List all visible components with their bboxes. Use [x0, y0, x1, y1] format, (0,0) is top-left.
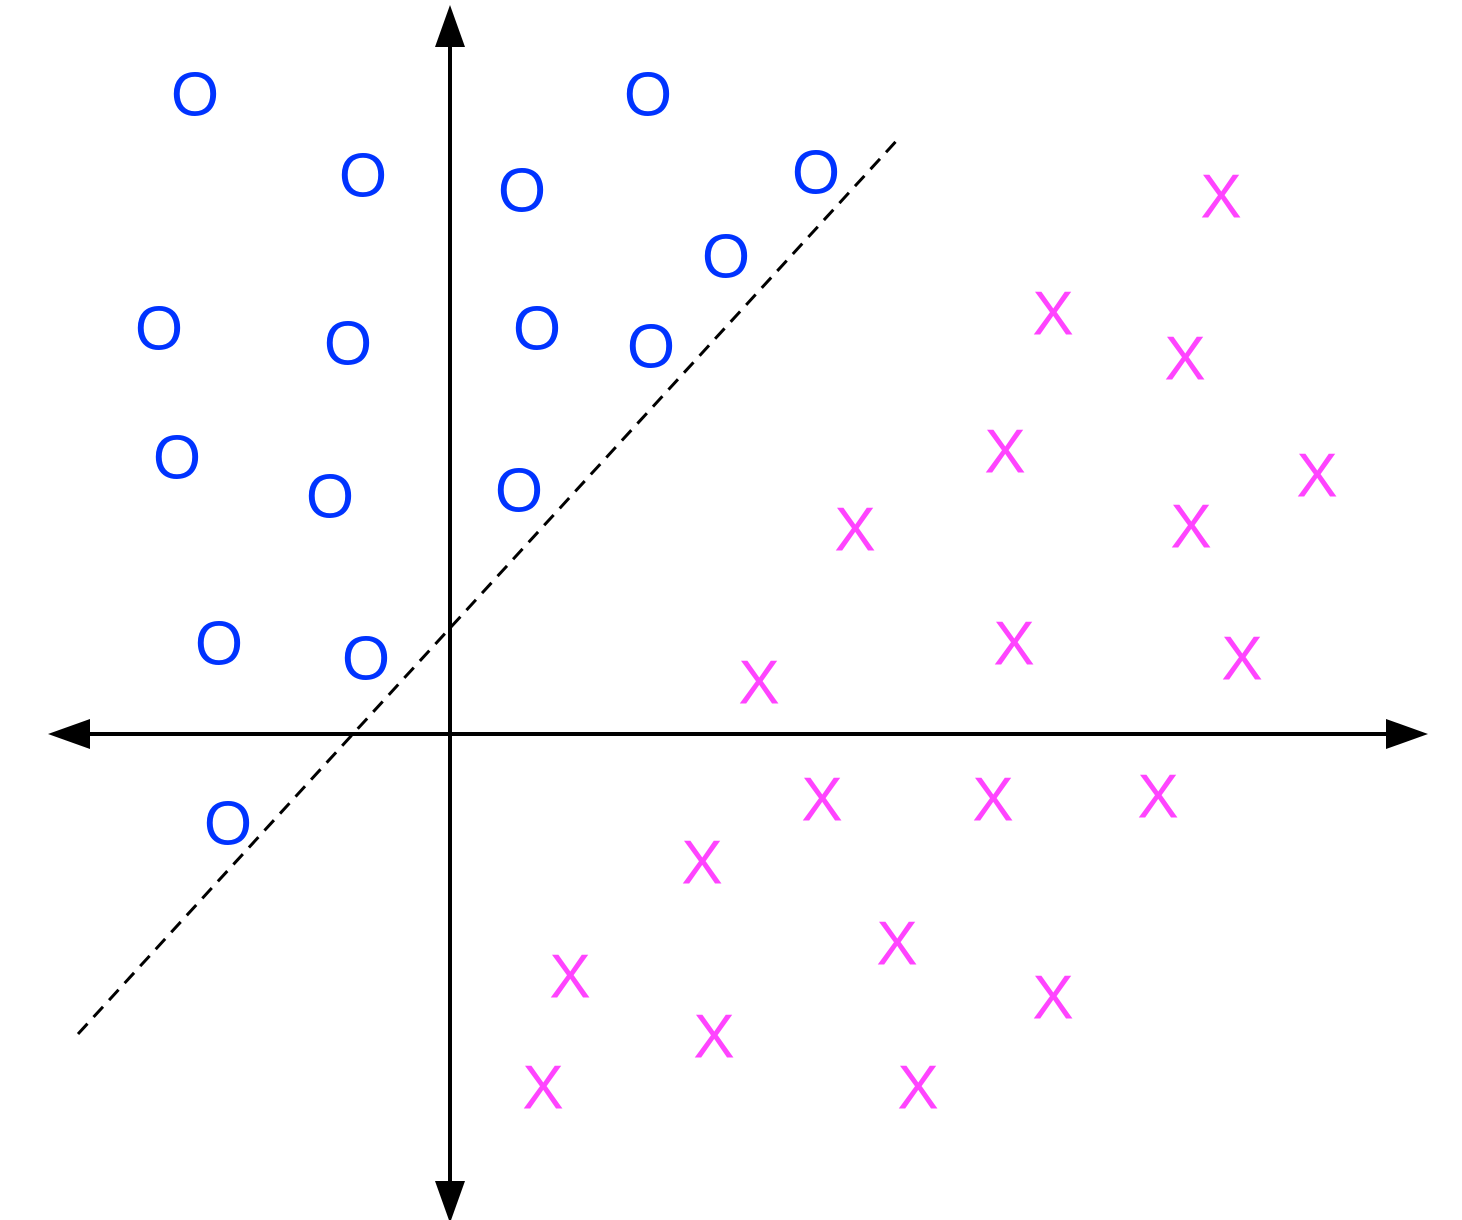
y-axis-down-arrow-icon	[435, 1181, 465, 1220]
point-x-11: X	[801, 766, 842, 835]
point-x-20: X	[897, 1054, 938, 1123]
point-x-19: X	[522, 1054, 563, 1123]
point-x-3: X	[1164, 325, 1205, 394]
point-x-13: X	[1137, 763, 1178, 832]
point-x-9: X	[1221, 625, 1262, 694]
point-o-4: O	[498, 157, 546, 226]
point-x-5: X	[1296, 442, 1337, 511]
point-o-7: O	[135, 295, 183, 364]
point-o-16: O	[204, 790, 252, 859]
point-o-13: O	[495, 457, 543, 526]
point-x-1: X	[1200, 163, 1241, 232]
x-axis-left-arrow-icon	[48, 719, 90, 749]
point-o-15: O	[342, 625, 390, 694]
point-o-5: O	[792, 139, 840, 208]
point-x-15: X	[876, 910, 917, 979]
point-o-6: O	[702, 223, 750, 292]
point-o-14: O	[195, 610, 243, 679]
x-axis-right-arrow-icon	[1386, 719, 1428, 749]
point-o-9: O	[513, 295, 561, 364]
point-x-8: X	[993, 610, 1034, 679]
decision-boundary	[76, 135, 902, 1036]
point-x-6: X	[834, 496, 875, 565]
point-x-17: X	[1032, 964, 1073, 1033]
point-o-10: O	[627, 313, 675, 382]
point-x-2: X	[1032, 280, 1073, 349]
point-x-10: X	[738, 649, 779, 718]
point-o-3: O	[339, 142, 387, 211]
point-x-7: X	[1170, 493, 1211, 562]
axes	[48, 5, 1428, 1220]
y-axis-up-arrow-icon	[435, 5, 465, 47]
boundary-dashed-line	[76, 135, 902, 1036]
point-o-12: O	[306, 463, 354, 532]
point-x-12: X	[972, 766, 1013, 835]
point-x-16: X	[549, 943, 590, 1012]
point-x-4: X	[984, 418, 1025, 487]
point-o-8: O	[324, 310, 372, 379]
point-o-11: O	[153, 424, 201, 493]
point-o-1: O	[171, 61, 219, 130]
point-x-18: X	[693, 1003, 734, 1072]
point-x-14: X	[681, 829, 722, 898]
point-o-2: O	[624, 61, 672, 130]
